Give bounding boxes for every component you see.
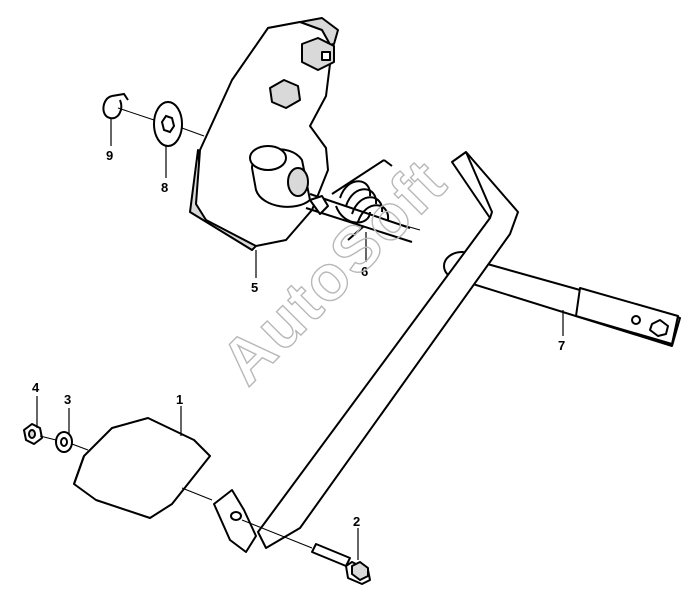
pedal-pad — [73, 417, 211, 519]
retaining-clip — [102, 92, 129, 120]
callout-3: 3 — [64, 392, 71, 407]
torsion-spring — [331, 159, 393, 241]
assembly-lines — [39, 107, 421, 549]
callout-9: 9 — [106, 148, 113, 163]
mounting-bracket — [189, 17, 339, 251]
callout-2: 2 — [353, 514, 360, 529]
bolt — [311, 543, 371, 585]
pedal-arm — [213, 151, 681, 553]
callout-4: 4 — [32, 380, 40, 395]
washer-large — [153, 101, 183, 147]
callout-6: 6 — [361, 264, 368, 279]
callout-1: 1 — [176, 392, 183, 407]
callout-leaders — [36, 118, 564, 560]
callout-8: 8 — [161, 180, 168, 195]
washer-small — [55, 431, 73, 453]
nut — [23, 423, 43, 445]
callout-labels: 1 2 3 4 5 6 7 8 9 — [32, 148, 565, 529]
callout-7: 7 — [558, 338, 565, 353]
callout-5: 5 — [251, 280, 258, 295]
pivot-boss — [249, 145, 413, 243]
